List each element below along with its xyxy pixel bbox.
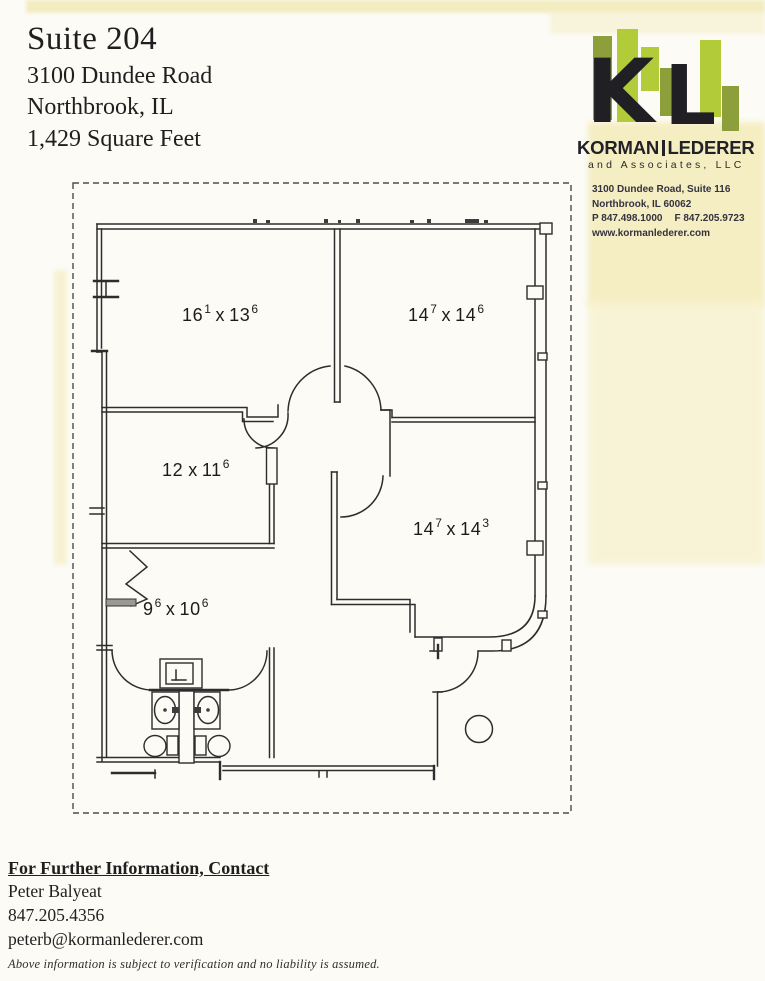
brand-address-line2: Northbrook, IL 60062	[592, 198, 692, 210]
door-swing-right-stall	[227, 650, 268, 691]
wordmark-divider	[662, 140, 665, 156]
brand-phone-fax: P 847.498.1000 F 847.205.9723	[592, 212, 745, 227]
contact-block: For Further Information, Contact Peter B…	[8, 856, 269, 951]
closet-shelf	[105, 598, 137, 607]
rotunda-arc-right	[344, 365, 382, 411]
brand-fax: F 847.205.9723	[674, 213, 745, 224]
logo-bar-olive-1	[593, 36, 612, 120]
toilet-tank-left	[166, 735, 179, 756]
brand-address-block: 3100 Dundee Road, Suite 116 Northbrook, …	[592, 183, 745, 241]
column-symbols	[89, 279, 494, 744]
vestibule-rotunda	[243, 365, 391, 518]
logo-bar-green-1	[617, 29, 638, 122]
square-footage: 1,429 Square Feet	[27, 125, 201, 152]
brand-name-second: LEDERER	[667, 137, 755, 158]
toilet-tank-right	[194, 735, 207, 756]
brand-wordmark: KORMAN LEDERER	[577, 137, 755, 159]
suite-title: Suite 204	[27, 21, 158, 57]
stall-divider-wall	[178, 690, 195, 764]
closet-zigzag	[105, 549, 149, 607]
brand-address-line1: 3100 Dundee Road, Suite 116	[592, 184, 731, 195]
exterior-walls	[90, 223, 547, 781]
listing-header: Suite 204 3100 Dundee Road Northbrook, I…	[27, 20, 212, 153]
round-column-icon	[464, 714, 494, 744]
logo-bar-olive-2	[660, 68, 672, 116]
property-boundary	[72, 182, 572, 814]
rotunda-arc-lower-left	[255, 412, 289, 449]
rotunda-arc-bottom	[340, 475, 384, 518]
brand-tagline: and Associates, LLC	[588, 159, 745, 171]
logo-bar-green-2	[641, 47, 659, 91]
broken-wall-symbol	[124, 549, 149, 607]
street-address: 3100 Dundee Road	[27, 62, 213, 89]
contact-email: peterb@kormanlederer.com	[8, 928, 204, 949]
logo-bar-green-3	[700, 40, 721, 117]
toilet-icon-right	[207, 734, 231, 758]
logo-letter-k: K	[586, 40, 655, 143]
brand-website: www.kormanlederer.com	[592, 227, 711, 239]
bottom-right-door	[432, 643, 479, 767]
brand-name-first: KORMAN	[577, 137, 660, 158]
interior-walls	[96, 228, 536, 759]
korman-lederer-logo	[575, 22, 750, 237]
door-swing-left-stall	[111, 649, 153, 691]
rotunda-arc-left	[287, 365, 331, 412]
city-state: Northbrook, IL	[27, 94, 174, 121]
contact-phone: 847.205.4356	[8, 904, 105, 925]
door-swing-mid-left-office	[243, 418, 274, 449]
logo-letter-l: L	[664, 49, 717, 144]
contact-heading: For Further Information, Contact	[8, 858, 270, 878]
logo-bar-olive-3	[722, 86, 739, 131]
door-leaf	[265, 447, 278, 485]
window-mullions	[253, 219, 553, 652]
contact-name: Peter Balyeat	[8, 881, 102, 902]
door-swing-bottom	[437, 651, 479, 693]
disclaimer-text: Above information is subject to verifica…	[8, 957, 380, 971]
toilet-icon-left	[143, 734, 167, 758]
brand-phone: P 847.498.1000	[592, 213, 663, 224]
washroom-fixtures	[111, 649, 268, 764]
